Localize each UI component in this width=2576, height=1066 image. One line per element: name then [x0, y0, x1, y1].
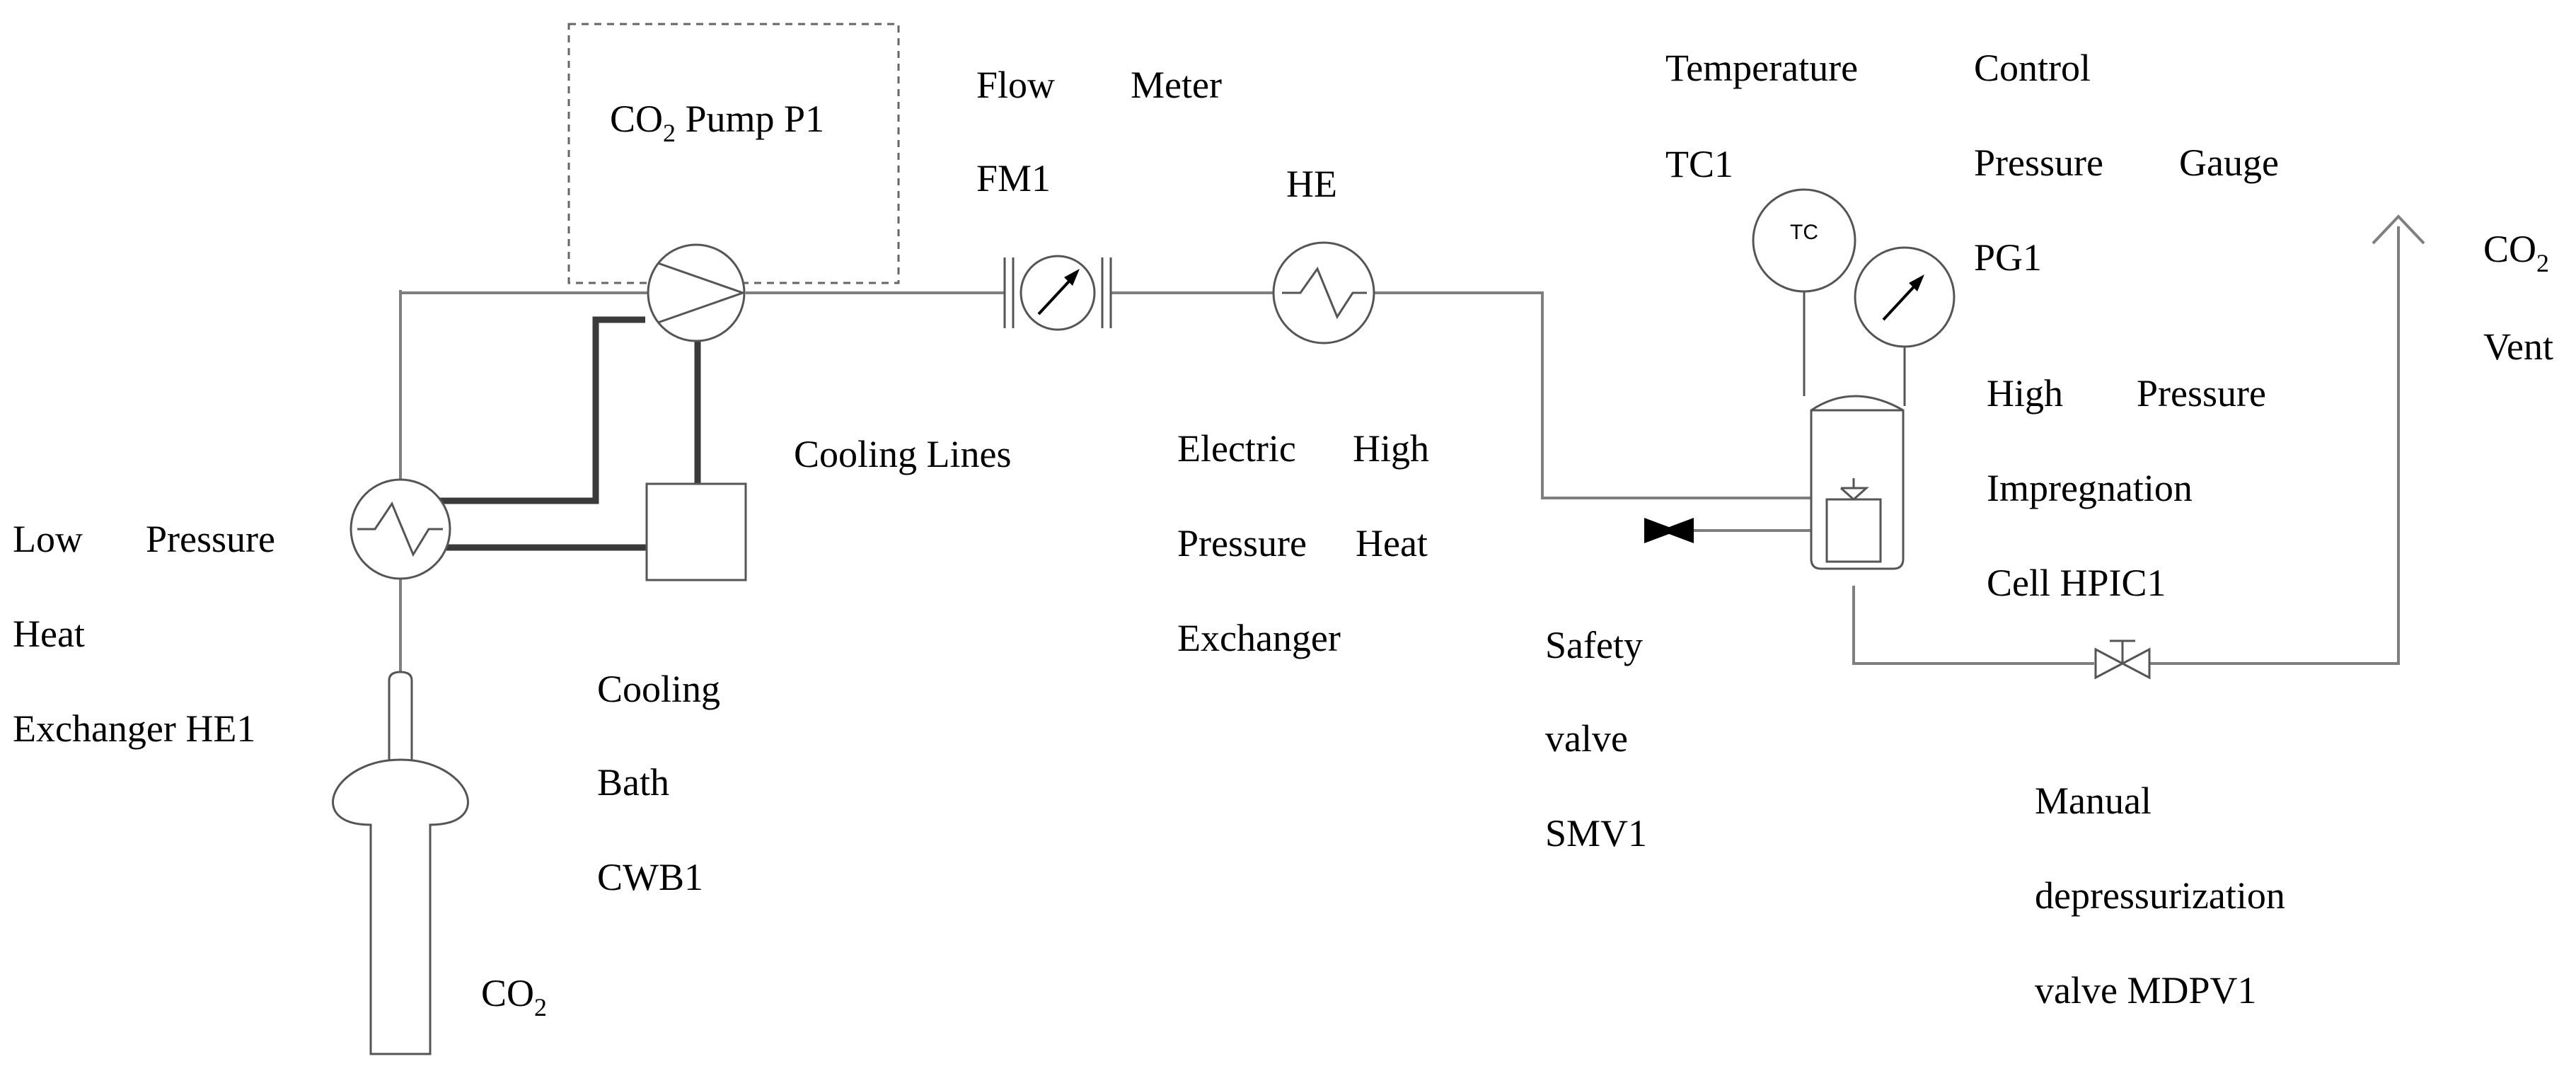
- manual-depressurization-valve-icon: [2094, 639, 2151, 680]
- safety-valve-label-line2: valve: [1545, 717, 1628, 760]
- co2-pump-enclosure: [567, 23, 900, 284]
- co2-cylinder-icon: [332, 671, 469, 1055]
- flow-meter-icon: [1003, 255, 1112, 331]
- manual-valve-label-line1: Manual: [2035, 780, 2152, 822]
- low-pressure-heat-exchanger-icon: [350, 478, 451, 580]
- hpic-label-line1b: Pressure: [2137, 372, 2266, 415]
- pressure-gauge-label-line2: PG1: [1974, 236, 2042, 279]
- flow-meter-label-line2: FM1: [976, 157, 1051, 199]
- temperature-control-icon: TC: [1752, 188, 1856, 396]
- cooling-bath-label-line3: CWB1: [597, 856, 703, 898]
- tc-symbol-label: TC: [1790, 221, 1818, 244]
- electric-he-label-line2a: Pressure: [1177, 522, 1307, 564]
- hpic-label-line2: Impregnation: [1987, 467, 2193, 509]
- pipe-he-to-cell: [1374, 291, 1811, 499]
- safety-valve-label-line3: SMV1: [1545, 812, 1647, 854]
- cooling-line-upper: [429, 316, 645, 504]
- lp-he-label-line1a: Low: [13, 518, 83, 560]
- lp-he-label-line2: Heat: [13, 613, 85, 655]
- co2-pump-icon: [647, 243, 746, 342]
- safety-valve-icon: [1644, 518, 1694, 543]
- co2-vent-label-line2: Vent: [2483, 325, 2553, 368]
- he-label: HE: [1286, 163, 1337, 205]
- safety-valve-label-line1: Safety: [1545, 624, 1643, 666]
- cooling-bath-icon: [645, 482, 747, 581]
- manual-valve-label-line3: valve MDPV1: [2035, 969, 2256, 1012]
- flow-meter-label-line1b: Meter: [1131, 64, 1222, 106]
- pressure-gauge-label-line1a: Pressure: [1974, 141, 2103, 184]
- process-piping: [399, 214, 2425, 676]
- electric-heat-exchanger-icon: [1272, 241, 1375, 344]
- temperature-control-label-line1b: Control: [1974, 47, 2091, 89]
- lp-he-label-line3: Exchanger HE1: [13, 707, 255, 750]
- electric-he-label-line2b: Heat: [1356, 522, 1428, 564]
- vent-arrow-head: [2372, 214, 2425, 245]
- flow-meter-label-line1a: Flow: [976, 64, 1055, 106]
- electric-he-label-line1b: High: [1353, 427, 1429, 470]
- impregnation-cell-icon: [1810, 395, 1905, 570]
- co2-pump-label: CO2 Pump P1: [610, 98, 824, 147]
- temperature-control-label-line1a: Temperature: [1665, 47, 1858, 89]
- pressure-gauge-label-line1b: Gauge: [2179, 141, 2279, 184]
- cooling-bath-label-line1: Cooling: [597, 668, 720, 710]
- cooling-lines-label: Cooling Lines: [794, 433, 1012, 475]
- pressure-gauge-icon: [1854, 246, 1956, 406]
- electric-he-label-line1a: Electric: [1177, 427, 1296, 470]
- cooling-lines: [429, 316, 701, 551]
- cooling-bath-label-line2: Bath: [597, 761, 669, 804]
- co2-vent-label-line1: CO2: [2483, 228, 2549, 277]
- temperature-control-label-line2: TC1: [1665, 143, 1733, 185]
- electric-he-label-line3: Exchanger: [1177, 617, 1341, 659]
- pipe-vent: [2149, 226, 2400, 665]
- co2-cylinder-label: CO2: [481, 972, 547, 1021]
- hpic-label-line3: Cell HPIC1: [1987, 562, 2166, 604]
- hpic-label-line1a: High: [1987, 372, 2063, 415]
- pipe-depressurization: [1852, 586, 2094, 665]
- lp-he-label-line1b: Pressure: [146, 518, 275, 560]
- manual-valve-label-line2: depressurization: [2035, 874, 2285, 917]
